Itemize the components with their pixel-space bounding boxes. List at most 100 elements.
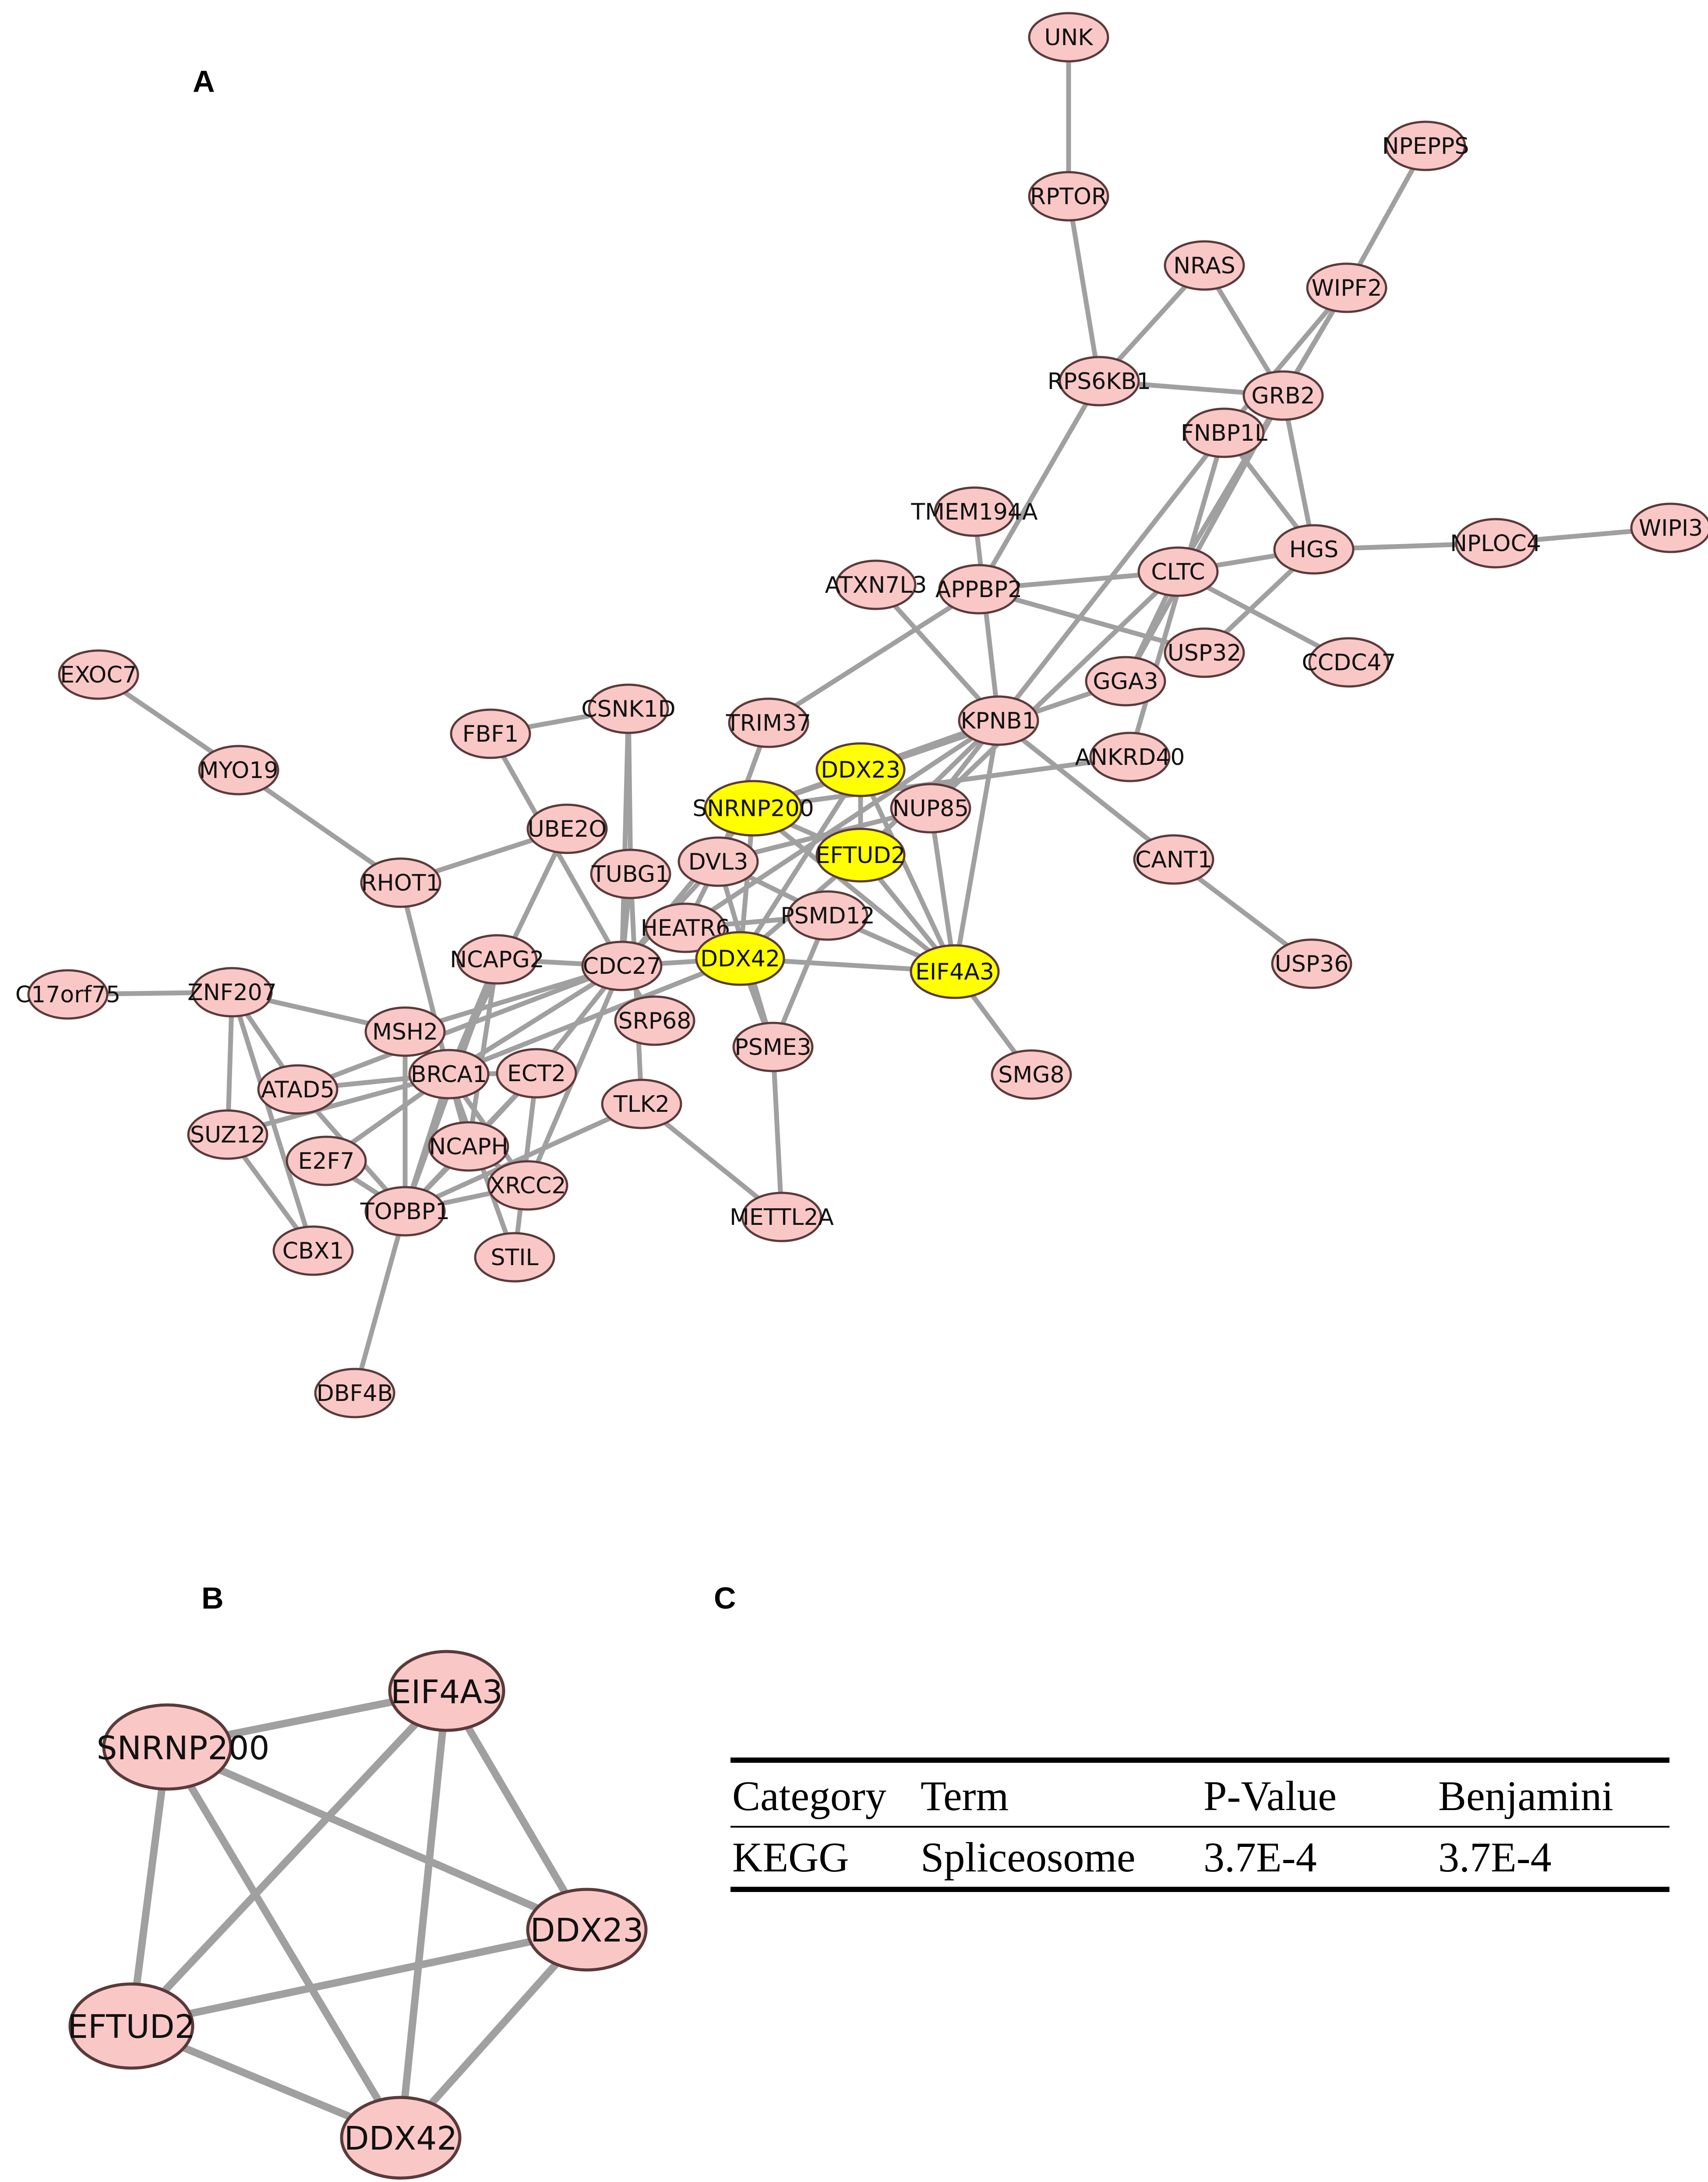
a-node-grb2: GRB2 <box>1242 370 1324 421</box>
a-node-label-nploc4: NPLOC4 <box>1450 530 1541 557</box>
network-a-edges <box>65 35 1673 1396</box>
a-node-nploc4: NPLOC4 <box>1450 518 1541 569</box>
a-node-label-exoc7: EXOC7 <box>60 662 137 688</box>
a-node-label-nup85: NUP85 <box>893 796 969 822</box>
a-edge-grb2-hgs <box>1281 393 1316 552</box>
a-edge-cltc-nup85 <box>928 569 1181 811</box>
panel-label-b: B <box>201 1581 224 1615</box>
a-node-shape-dvl3 <box>678 836 759 887</box>
a-node-label-ddx23: DDX23 <box>821 757 900 783</box>
a-node-ddx42: DDX42 <box>695 931 785 986</box>
a-node-psmd12: PSMD12 <box>780 890 875 941</box>
b-node-shape-ddx42 <box>340 2096 462 2180</box>
b-node-shape-ddx23 <box>526 1888 648 1972</box>
a-node-shape-fbf1 <box>450 708 531 759</box>
a-node-label-tlk2: TLK2 <box>613 1091 670 1118</box>
a-node-label-e2f7: E2F7 <box>298 1148 355 1174</box>
a-node-shape-ube2o <box>526 803 608 854</box>
a-node-shape-dbf4b <box>314 1368 395 1418</box>
a-node-csnk1d: CSNK1D <box>581 683 676 734</box>
a-node-cant1: CANT1 <box>1133 834 1214 885</box>
b-node-label-eftud2: EFTUD2 <box>67 2008 195 2046</box>
a-node-label-ect2: ECT2 <box>507 1061 566 1087</box>
a-node-tlk2: TLK2 <box>601 1079 682 1129</box>
a-node-label-psmd12: PSMD12 <box>780 903 875 929</box>
a-node-shape-myo19 <box>198 745 279 796</box>
a-node-label-atad5: ATAD5 <box>261 1077 335 1103</box>
a-edge-ddx42-brca1 <box>446 956 743 1077</box>
a-node-shape-kpnb1 <box>958 695 1039 746</box>
a-node-shape-c17orf75 <box>27 969 109 1020</box>
a-node-shape-atxn7l3 <box>835 559 917 610</box>
a-node-label-psme3: PSME3 <box>734 1034 811 1061</box>
a-node-msh2: MSH2 <box>364 1006 446 1057</box>
a-edge-snrnp200-eif4a3 <box>751 806 957 974</box>
a-node-label-xrcc2: XRCC2 <box>490 1173 566 1199</box>
a-node-snrnp200: SNRNP200 <box>692 780 814 837</box>
a-node-label-tubg1: TUBG1 <box>591 861 670 888</box>
a-node-label-znf207: ZNF207 <box>187 980 277 1006</box>
a-node-mettl2a: METTL2A <box>730 1192 834 1242</box>
a-node-label-dvl3: DVL3 <box>688 849 748 875</box>
a-node-label-rhot1: RHOT1 <box>361 870 440 896</box>
a-node-shape-srp68 <box>614 995 695 1046</box>
b-node-label-ddx42: DDX42 <box>344 2120 458 2157</box>
a-node-label-cltc: CLTC <box>1151 559 1205 585</box>
a-node-shape-cbx1 <box>272 1225 354 1276</box>
a-node-shape-eif4a3 <box>910 944 1000 999</box>
a-node-shape-wipf2 <box>1306 262 1387 313</box>
a-node-myo19: MYO19 <box>198 745 279 796</box>
a-node-label-usp36: USP36 <box>1275 951 1349 977</box>
a-node-shape-mettl2a <box>741 1192 822 1242</box>
a-node-shape-csnk1d <box>588 683 669 734</box>
a-node-label-csnk1d: CSNK1D <box>581 696 675 722</box>
table-header-pvalue: P-Value <box>1203 1772 1337 1819</box>
b-node-ddx23: DDX23 <box>526 1888 648 1972</box>
a-node-shape-wipi3 <box>1630 502 1708 553</box>
a-node-shape-trim37 <box>728 697 809 748</box>
a-node-label-topbp1: TOPBP1 <box>360 1199 450 1225</box>
a-node-shape-topbp1 <box>364 1186 446 1237</box>
b-node-snrnp200: SNRNP200 <box>97 1703 269 1791</box>
a-node-label-wipf2: WIPF2 <box>1311 275 1382 301</box>
a-node-ect2: ECT2 <box>496 1048 577 1099</box>
a-node-label-ankrd40: ANKRD40 <box>1075 744 1185 771</box>
a-node-label-rps6kb1: RPS6KB1 <box>1048 368 1151 395</box>
a-node-suz12: SUZ12 <box>187 1109 268 1160</box>
table-header-benjamini: Benjamini <box>1438 1772 1613 1819</box>
a-node-eftud2: EFTUD2 <box>815 828 906 883</box>
network-a-nodes: UNKRPTORNPEPPSNRASWIPF2RPS6KB1GRB2FNBP1L… <box>15 12 1708 1418</box>
a-node-shape-gga3 <box>1085 656 1166 707</box>
a-node-npepps: NPEPPS <box>1382 120 1469 171</box>
a-node-ncaph: NCAPH <box>428 1121 509 1172</box>
b-node-ddx42: DDX42 <box>340 2096 462 2180</box>
a-node-c17orf75: C17orf75 <box>15 969 120 1020</box>
a-edge-rps6kb1-appbp2 <box>976 378 1102 592</box>
a-edge-topbp1-dbf4b <box>352 1209 408 1396</box>
panel-label-a: A <box>193 64 215 99</box>
table-cell-pvalue: 3.7E-4 <box>1203 1834 1317 1881</box>
a-edge-atxn7l3-kpnb1 <box>873 582 1001 723</box>
a-node-atxn7l3: ATXN7L3 <box>825 559 927 610</box>
a-node-shape-unk <box>1028 12 1109 63</box>
a-node-label-dbf4b: DBF4B <box>317 1380 393 1407</box>
a-node-shape-xrcc2 <box>487 1160 568 1211</box>
a-node-usp32: USP32 <box>1164 627 1245 678</box>
a-node-stil: STIL <box>474 1232 555 1283</box>
b-node-label-ddx23: DDX23 <box>530 1912 644 1949</box>
a-node-label-eif4a3: EIF4A3 <box>915 959 994 985</box>
b-node-shape-eif4a3 <box>388 1650 505 1732</box>
a-node-hgs: HGS <box>1273 524 1355 575</box>
a-node-brca1: BRCA1 <box>408 1049 490 1100</box>
a-node-dvl3: DVL3 <box>678 836 759 887</box>
panel-label-c: C <box>714 1581 736 1615</box>
a-node-shape-ccdc47 <box>1308 637 1390 688</box>
b-edge-eif4a3-ddx23 <box>443 1687 591 1934</box>
a-node-shape-cdc27 <box>581 941 663 991</box>
table-header-term: Term <box>921 1772 1009 1819</box>
a-node-label-myo19: MYO19 <box>199 757 279 784</box>
a-edge-wipf2-fnbp1l <box>1221 285 1349 435</box>
a-node-znf207: ZNF207 <box>187 967 277 1018</box>
a-node-cdc27: CDC27 <box>581 941 663 991</box>
